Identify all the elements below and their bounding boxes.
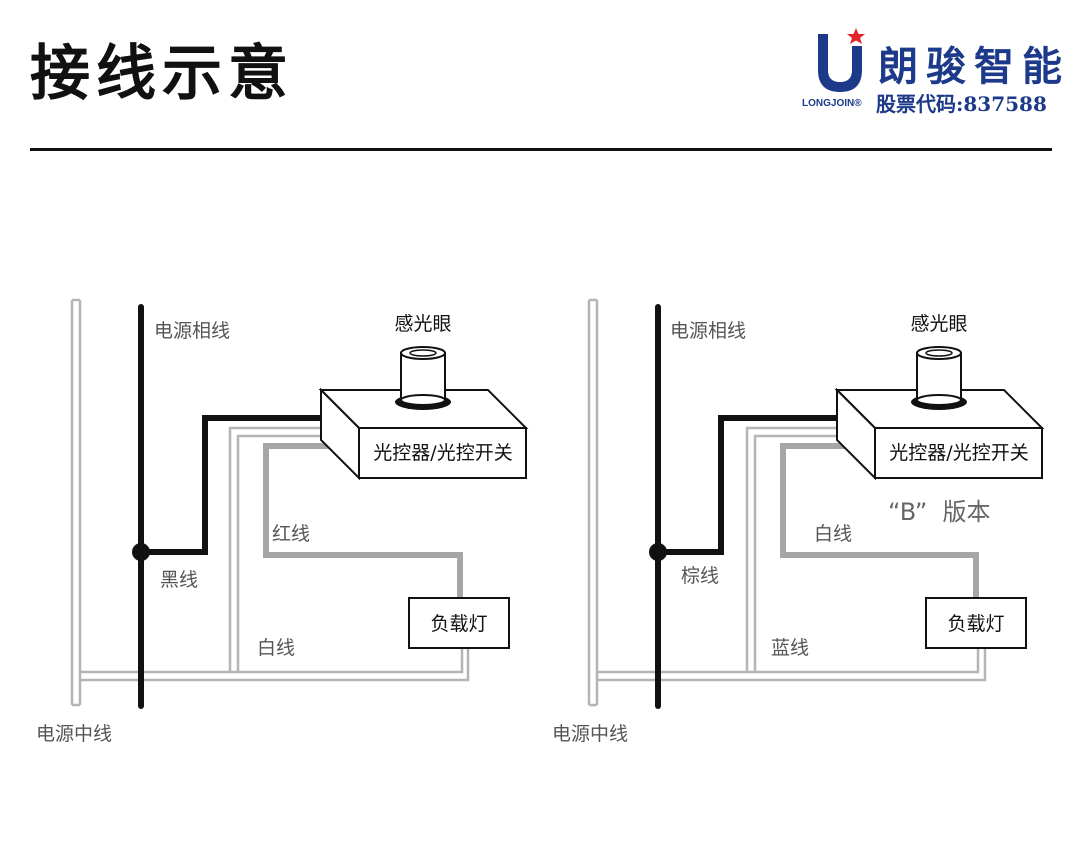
logo-brand-en: LONGJOIN®	[802, 98, 862, 109]
left-phase-label: 电源相线	[154, 320, 230, 342]
left-sensor-eye	[400, 352, 446, 401]
right-white-wire-label: 白线	[814, 523, 852, 545]
right-brown-wire-label: 棕线	[681, 565, 719, 587]
right-blue-wire-label: 蓝线	[771, 637, 809, 659]
right-sensor-label: 感光眼	[910, 313, 967, 335]
left-red-wire-label: 红线	[272, 523, 310, 545]
right-controller-box	[874, 427, 1043, 479]
right-blue-wire	[745, 426, 860, 672]
right-version-label: “B” 版本	[888, 498, 991, 526]
right-neutral-label: 电源中线	[552, 723, 628, 745]
left-load-lamp-box	[408, 597, 510, 649]
logo-brand-cn: 朗骏智能	[878, 43, 1070, 90]
right-load-lamp-box	[925, 597, 1027, 649]
left-neutral-label: 电源中线	[36, 723, 112, 745]
right-load-label: 负载灯	[947, 613, 1004, 635]
right-sensor-eye	[916, 352, 962, 401]
left-black-wire-label: 黑线	[160, 569, 198, 591]
right-brown-wire	[658, 415, 846, 555]
left-controller-box	[358, 427, 527, 479]
page-title: 接线示意	[30, 39, 294, 109]
right-controller-label: 光控器/光控开关	[889, 442, 1028, 464]
left-controller-label: 光控器/光控开关	[373, 442, 512, 464]
left-black-wire	[141, 415, 330, 555]
right-junction-dot	[649, 543, 667, 561]
left-load-label: 负载灯	[430, 613, 487, 635]
right-phase-label: 电源相线	[670, 320, 746, 342]
left-junction-dot	[132, 543, 150, 561]
right-white-wire	[780, 443, 979, 600]
company-logo: 朗骏智能 LONGJOIN® 股票代码:837588	[800, 26, 1062, 126]
header-divider	[30, 148, 1052, 151]
logo-mark-icon	[818, 28, 865, 92]
left-sensor-label: 感光眼	[394, 313, 451, 335]
left-white-wire-label: 白线	[257, 637, 295, 659]
left-red-wire	[263, 443, 463, 600]
right-wiring-diagram: 电源相线 感光眼 光控器/光控开关 “B” 版本 白线 棕线 蓝线 负载灯 电源…	[552, 298, 1045, 745]
left-wiring-diagram: 电源相线 感光眼 光控器/光控开关 红线 黑线 白线 负载灯 电源中线	[36, 298, 529, 745]
left-neutral-wire	[70, 298, 464, 707]
left-white-wire	[228, 426, 344, 672]
logo-stock-code: 股票代码:837588	[876, 92, 1047, 116]
right-neutral-wire	[587, 298, 980, 707]
